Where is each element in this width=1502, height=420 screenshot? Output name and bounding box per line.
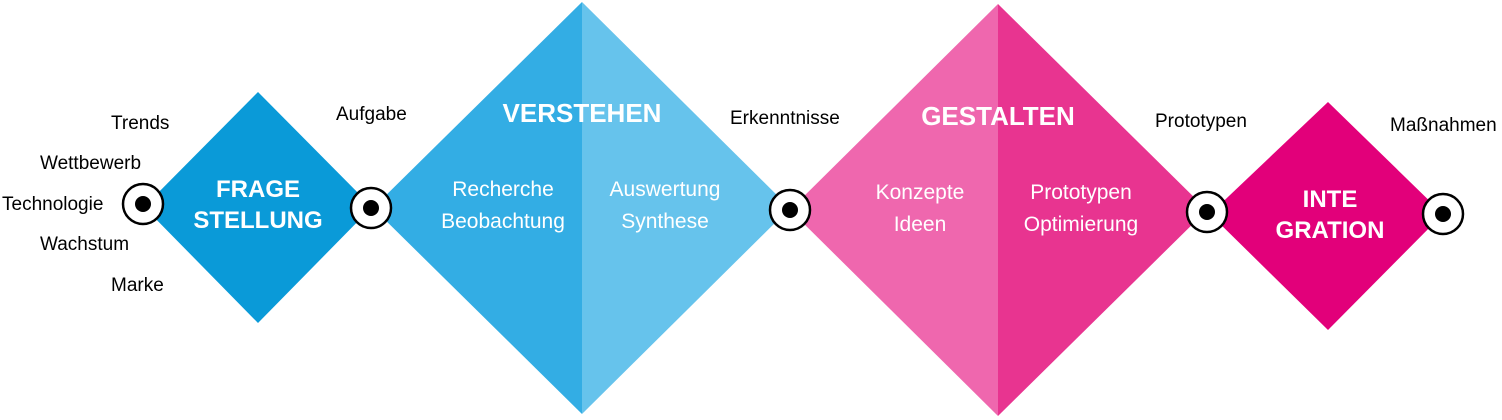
prototypen-label: Prototypen [1155, 111, 1247, 132]
verstehen-right-line1: Auswertung [609, 178, 721, 201]
input-label-trends: Trends [111, 113, 170, 134]
erkenntnisse-label: Erkenntnisse [730, 108, 840, 129]
gestalten-diamond-left [790, 4, 998, 416]
node-start [121, 182, 165, 226]
node-aufgabe [349, 186, 393, 230]
verstehen-diamond-right [582, 2, 790, 414]
verstehen-title: VERSTEHEN [502, 98, 662, 128]
node-prototypen [1185, 190, 1229, 234]
gestalten-right-text: Prototypen Optimierung [1001, 177, 1161, 240]
gestalten-left-line1: Konzepte [875, 181, 965, 204]
node-erkenntnisse [768, 188, 812, 232]
gestalten-left-text: Konzepte Ideen [840, 177, 1000, 240]
verstehen-right-line2: Synthese [621, 209, 709, 233]
integration-line2: GRATION [1275, 217, 1385, 245]
frage-diamond [144, 92, 372, 323]
gestalten-diamond-right [998, 4, 1207, 416]
massnahmen-label: Maßnahmen [1390, 115, 1497, 136]
verstehen-right-text: Auswertung Synthese [585, 174, 745, 237]
gestalten-right-line1: Prototypen [1030, 181, 1132, 204]
verstehen-diamond-left [373, 2, 582, 414]
verstehen-left-line2: Beobachtung [441, 209, 565, 233]
aufgabe-label: Aufgabe [336, 104, 407, 125]
frage-line1: FRAGE [216, 176, 300, 203]
input-label-marke: Marke [111, 275, 164, 296]
integration-label: INTE GRATION [1250, 184, 1410, 246]
input-label-wachstum: Wachstum [40, 234, 130, 255]
gestalten-title: GESTALTEN [921, 101, 1075, 131]
integration-diamond [1210, 102, 1443, 330]
frage-label: FRAGE STELLUNG [178, 174, 338, 236]
input-label-technologie: Technologie [2, 194, 104, 215]
input-label-wettbewerb: Wettbewerb [40, 153, 142, 174]
node-end [1421, 192, 1465, 236]
frage-line2: STELLUNG [193, 207, 323, 235]
gestalten-left-line2: Ideen [893, 212, 947, 236]
integration-line1: INTE [1302, 186, 1358, 213]
verstehen-left-text: Recherche Beobachtung [423, 174, 583, 237]
verstehen-left-line1: Recherche [452, 178, 554, 201]
gestalten-right-line2: Optimierung [1023, 212, 1139, 236]
